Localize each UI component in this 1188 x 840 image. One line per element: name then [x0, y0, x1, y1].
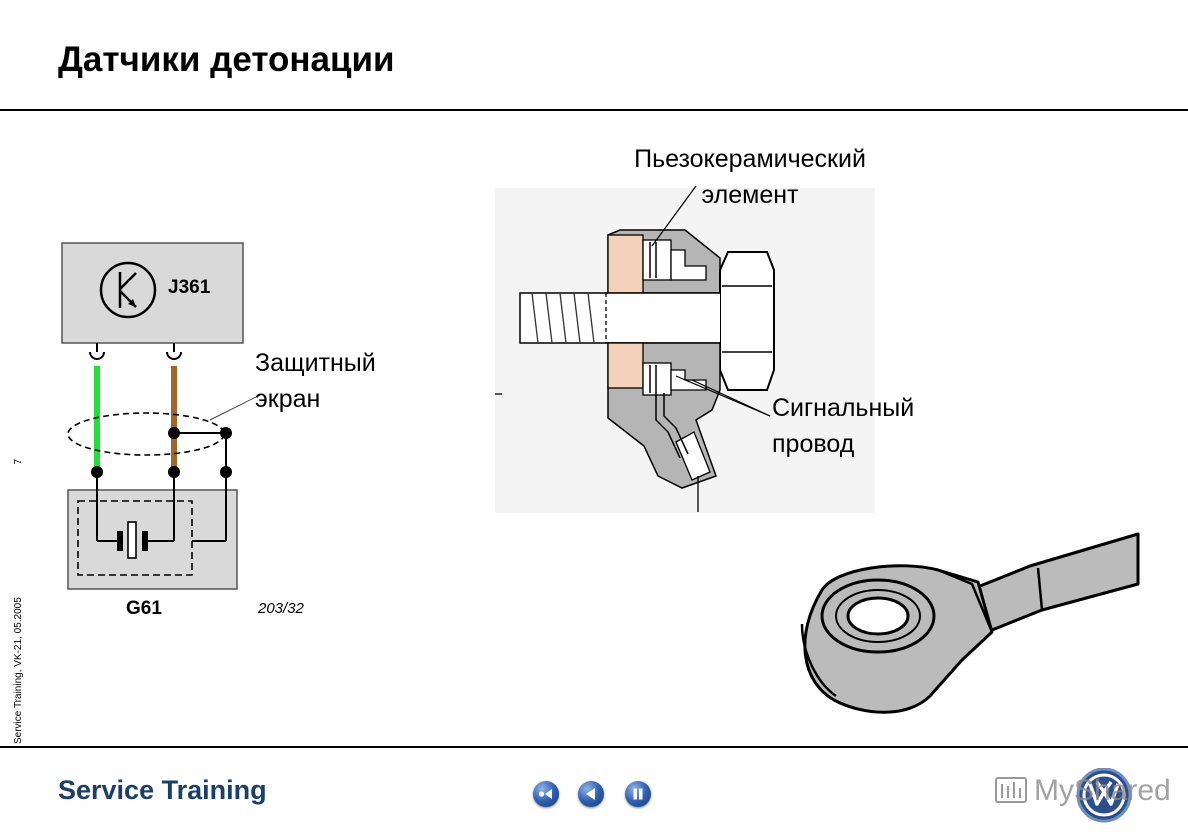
top-divider — [0, 109, 1188, 111]
sensor-neck — [937, 568, 994, 633]
pause-button[interactable] — [625, 781, 651, 807]
junction-dots — [91, 427, 232, 478]
pause-icon — [633, 788, 643, 800]
rewind-icon — [538, 789, 552, 799]
vw-logo — [995, 768, 1132, 823]
piezo-label-line-1: Пьезокерамический — [634, 145, 866, 173]
threaded-stud — [519, 292, 621, 344]
piezo-stack-bottom — [642, 362, 672, 396]
shield-label-line-1: Защитный — [255, 349, 376, 377]
footer-brand: Service Training — [58, 775, 267, 805]
sensor-cable — [968, 532, 1140, 632]
signal-label-line-1: Сигнальный — [772, 394, 915, 422]
signal-label-line-2: провод — [772, 430, 855, 458]
sensor-hole — [846, 596, 910, 636]
shield-leader-line — [209, 393, 263, 421]
piezo-element-symbol — [117, 521, 148, 559]
control-unit-label: J361 — [168, 277, 211, 298]
sensor-inner-box — [77, 500, 193, 576]
sensor-box — [67, 489, 238, 590]
sensor-ring-outer — [820, 578, 936, 654]
hex-nut — [719, 251, 775, 391]
wiring-diagram: J361 G61 — [61, 242, 263, 619]
signal-leader-line-2 — [675, 375, 771, 417]
piezo-leader-line — [651, 185, 697, 247]
signal-label: Сигнальный провод — [772, 390, 914, 462]
connector-socket — [675, 431, 711, 481]
piezo-label-line-2: элемент — [701, 181, 799, 209]
sensor-internal-wiring — [96, 472, 227, 542]
back-icon — [586, 788, 595, 800]
control-unit-box — [61, 242, 244, 344]
watermark: MyShared — [1034, 774, 1171, 807]
page-title: Датчики детонации — [58, 40, 395, 79]
tan-ring-top — [607, 234, 644, 294]
shield-label-line-2: экран — [255, 385, 321, 413]
shield-wiring — [174, 432, 227, 472]
connector-cups — [89, 343, 182, 360]
back-button[interactable] — [578, 781, 604, 807]
transistor-arrow — [128, 299, 136, 307]
sensor-cable-ridge — [1036, 567, 1044, 611]
piezo-stack-top — [642, 239, 672, 281]
sensor-ring-mid — [835, 589, 921, 643]
rewind-button[interactable] — [533, 781, 559, 807]
bottom-divider — [0, 746, 1188, 748]
bolt-shank — [608, 293, 720, 343]
stud-threads — [531, 292, 595, 344]
shield-label: Защитный экран — [255, 345, 376, 417]
sensor-label: G61 — [126, 598, 162, 619]
knock-sensor-illustration — [800, 532, 1140, 714]
figure-code: 203/32 — [258, 600, 304, 617]
piezo-label: Пьезокерамический элемент — [615, 141, 885, 213]
transistor-icon — [99, 261, 157, 319]
sensor-body-side — [800, 623, 837, 698]
signal-wire-paths — [655, 393, 689, 459]
sensor-cross-section — [495, 185, 875, 513]
tan-ring-bottom — [607, 342, 644, 389]
